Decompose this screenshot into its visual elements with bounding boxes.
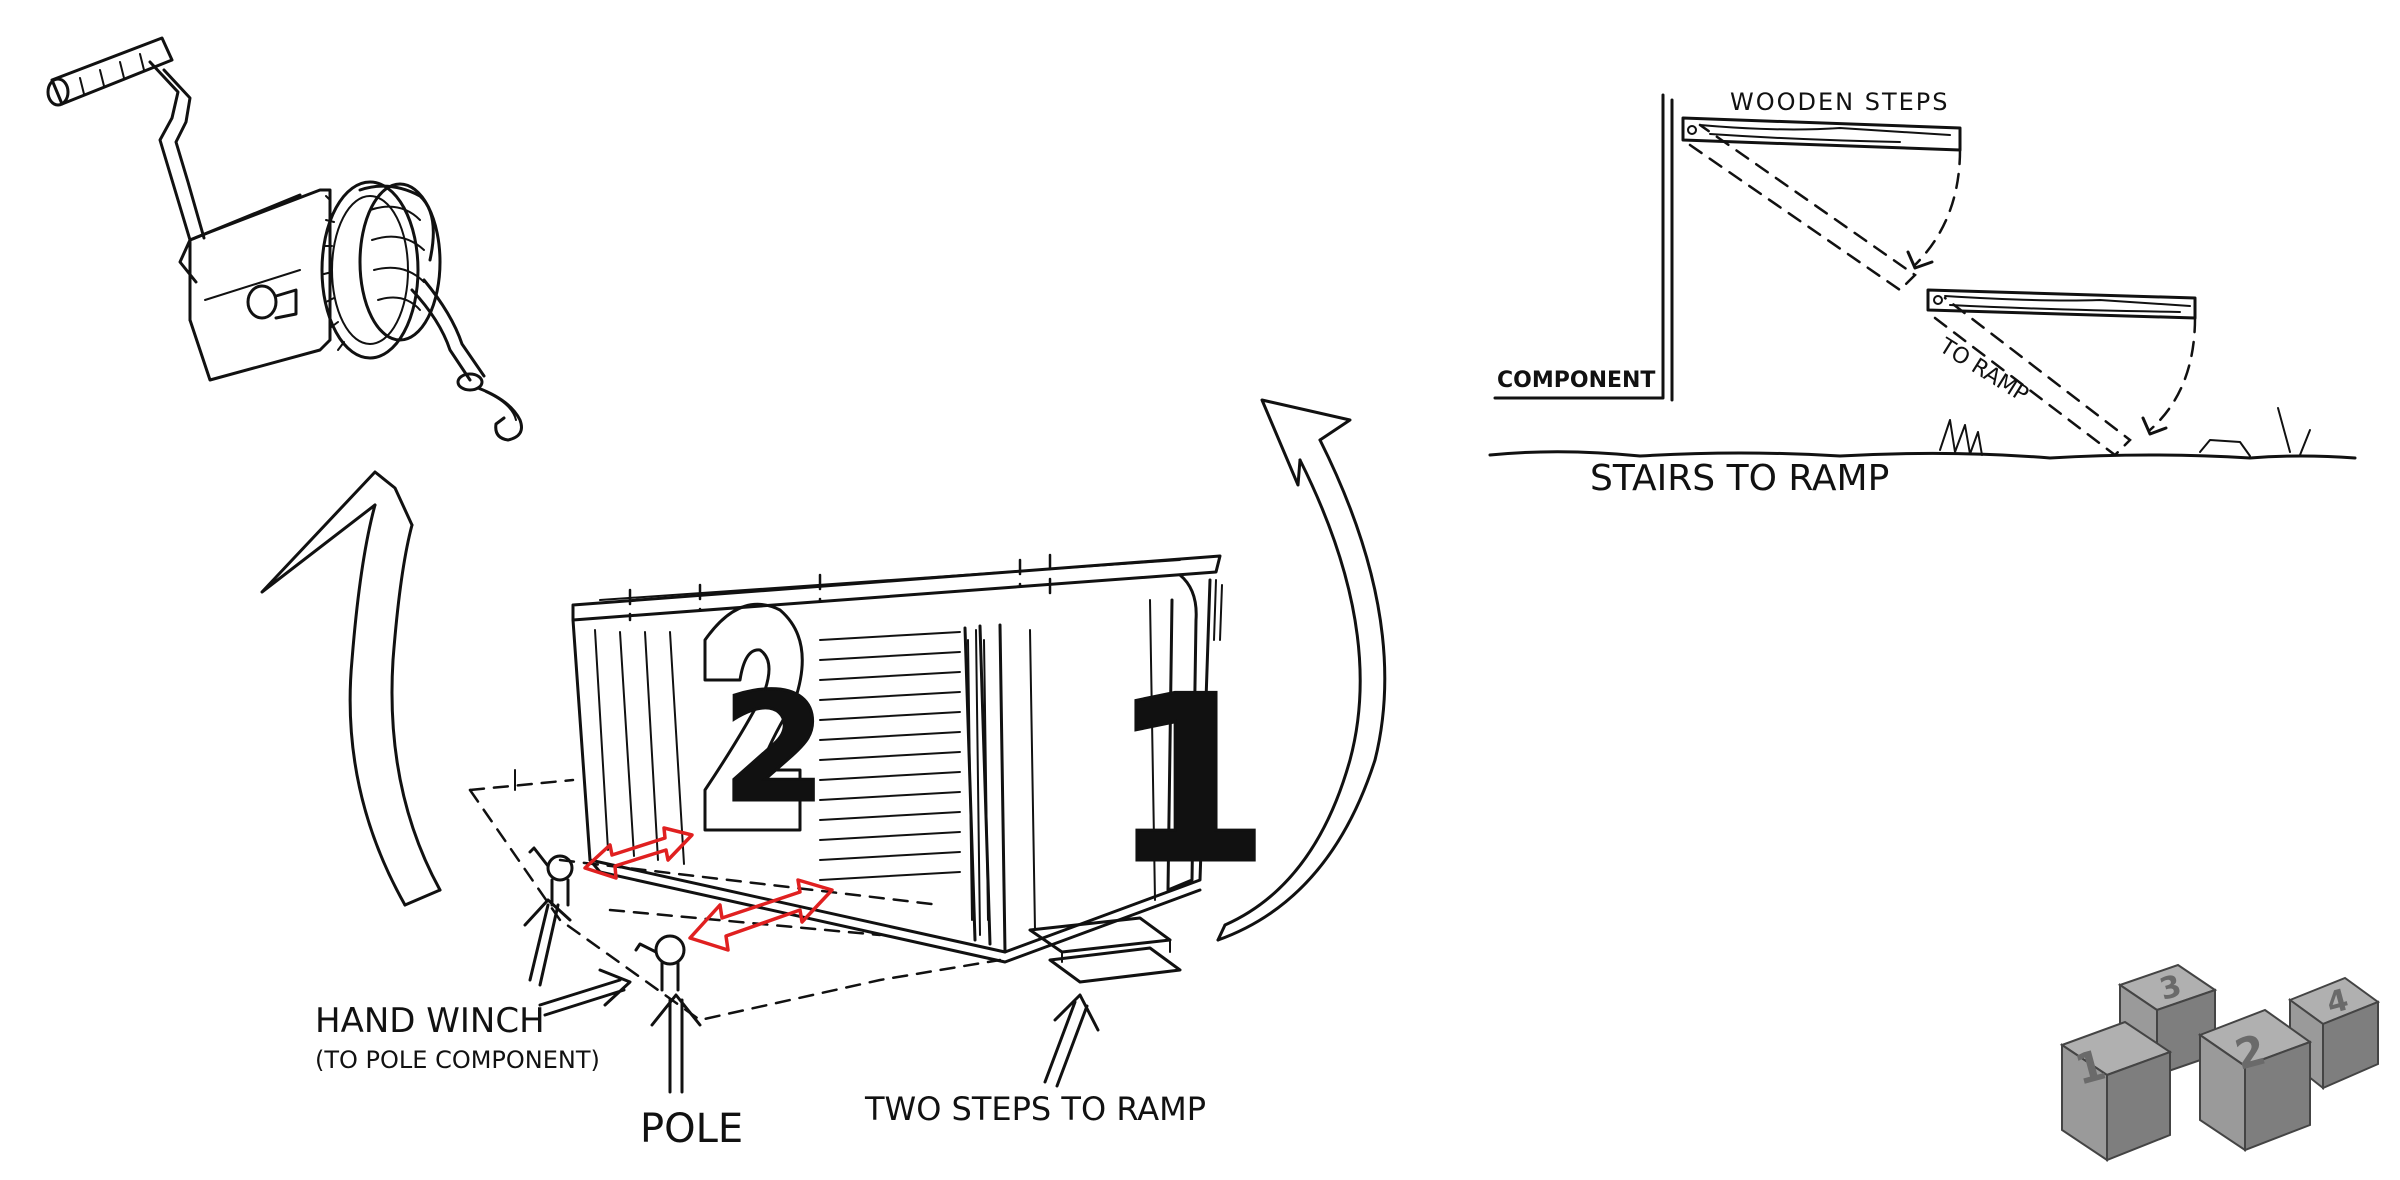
label-wooden-steps: WOODEN STEPS [1730,88,1950,116]
label-component: COMPONENT [1497,368,1655,393]
label-to-ramp: TO RAMP [1934,333,2032,407]
label-pole: POLE [640,1106,743,1152]
label-hand-winch-sub: (TO POLE COMPONENT) [315,1046,600,1074]
container-number-2: 2 [722,662,826,836]
label-two-steps: TWO STEPS TO RAMP [864,1090,1206,1128]
right-curved-arrow [1216,398,1387,942]
numbered-cubes-logo: 3 4 1 2 [2059,963,2381,1162]
cube-1: 1 [2059,1020,2173,1162]
pointer-arrows [523,898,1100,1094]
shipping-container-drawing: 2 1 [468,553,1272,1022]
hand-winch-drawing [46,36,523,442]
cube-4: 4 [2287,976,2381,1091]
cube-2: 2 [2197,1008,2313,1152]
label-hand-winch: HAND WINCH [315,1001,545,1041]
label-stairs-to-ramp: STAIRS TO RAMP [1590,458,1889,499]
left-curved-arrow [260,470,442,907]
stairs-to-ramp-drawing [1488,93,2357,460]
container-number-1: 1 [1110,648,1270,915]
